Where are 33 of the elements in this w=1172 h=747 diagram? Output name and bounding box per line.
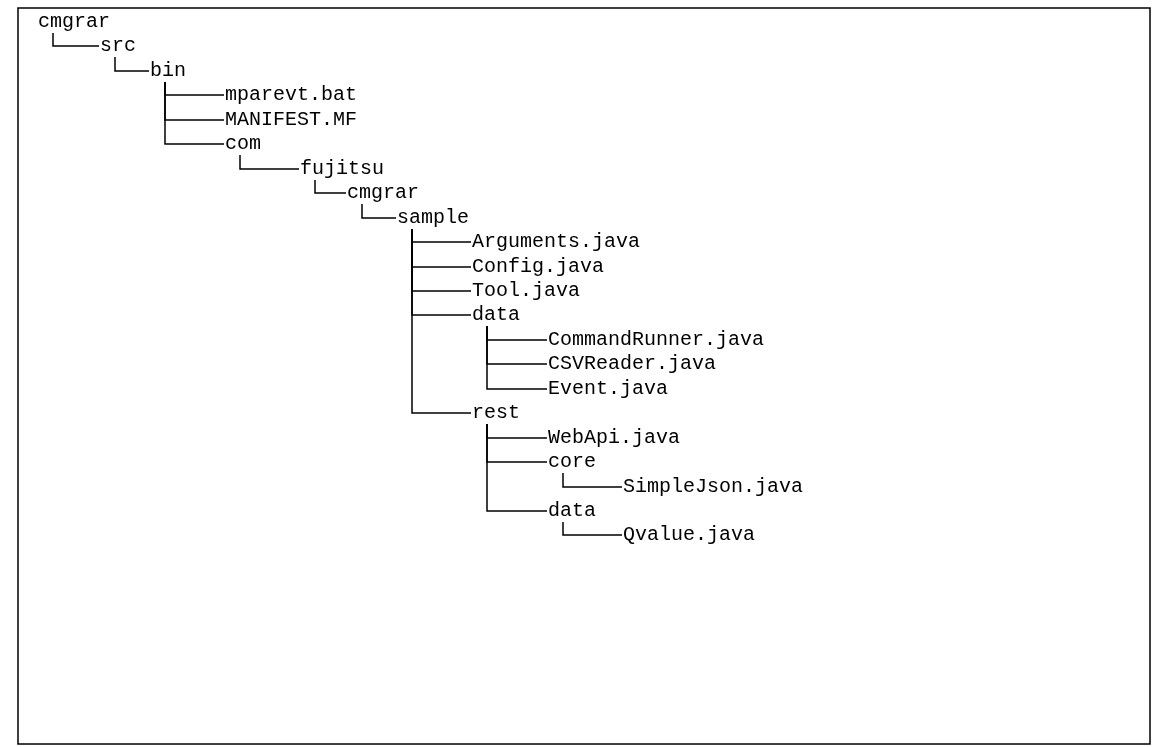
file-name: SimpleJson.java [623,475,804,498]
file-name: Tool.java [472,279,581,302]
tree-connector [562,521,623,536]
tree-connector [114,56,150,72]
folder-name: cmgrar [38,11,110,33]
folder-name: fujitsu [300,157,384,180]
tree-connector [361,203,397,219]
tree-connector [562,472,623,488]
tree-connector [164,81,225,145]
tree-connector [411,228,472,414]
file-name: Qvalue.java [623,524,756,547]
folder-name: core [548,451,596,474]
file-name: Config.java [472,255,605,278]
tree-connector [314,179,347,194]
folder-name: data [472,304,520,327]
folder-name: rest [472,402,520,425]
folder-name: com [225,133,261,156]
tree-connector [239,154,300,170]
tree-connector [486,325,548,390]
folder-name: src [100,35,136,58]
file-name: Arguments.java [472,231,641,254]
file-name: WebApi.java [548,426,681,449]
folder-name: sample [397,206,469,229]
tree-connector [52,32,100,47]
file-name: MANIFEST.MF [225,108,358,131]
file-name: mparevt.bat [225,84,358,107]
folder-name: cmgrar [347,182,419,205]
tree-connector [486,423,548,512]
file-name: CommandRunner.java [548,328,765,351]
file-name: CSVReader.java [548,353,717,376]
folder-name: bin [150,59,186,82]
folder-name: data [548,500,596,522]
file-name: Event.java [548,377,669,400]
